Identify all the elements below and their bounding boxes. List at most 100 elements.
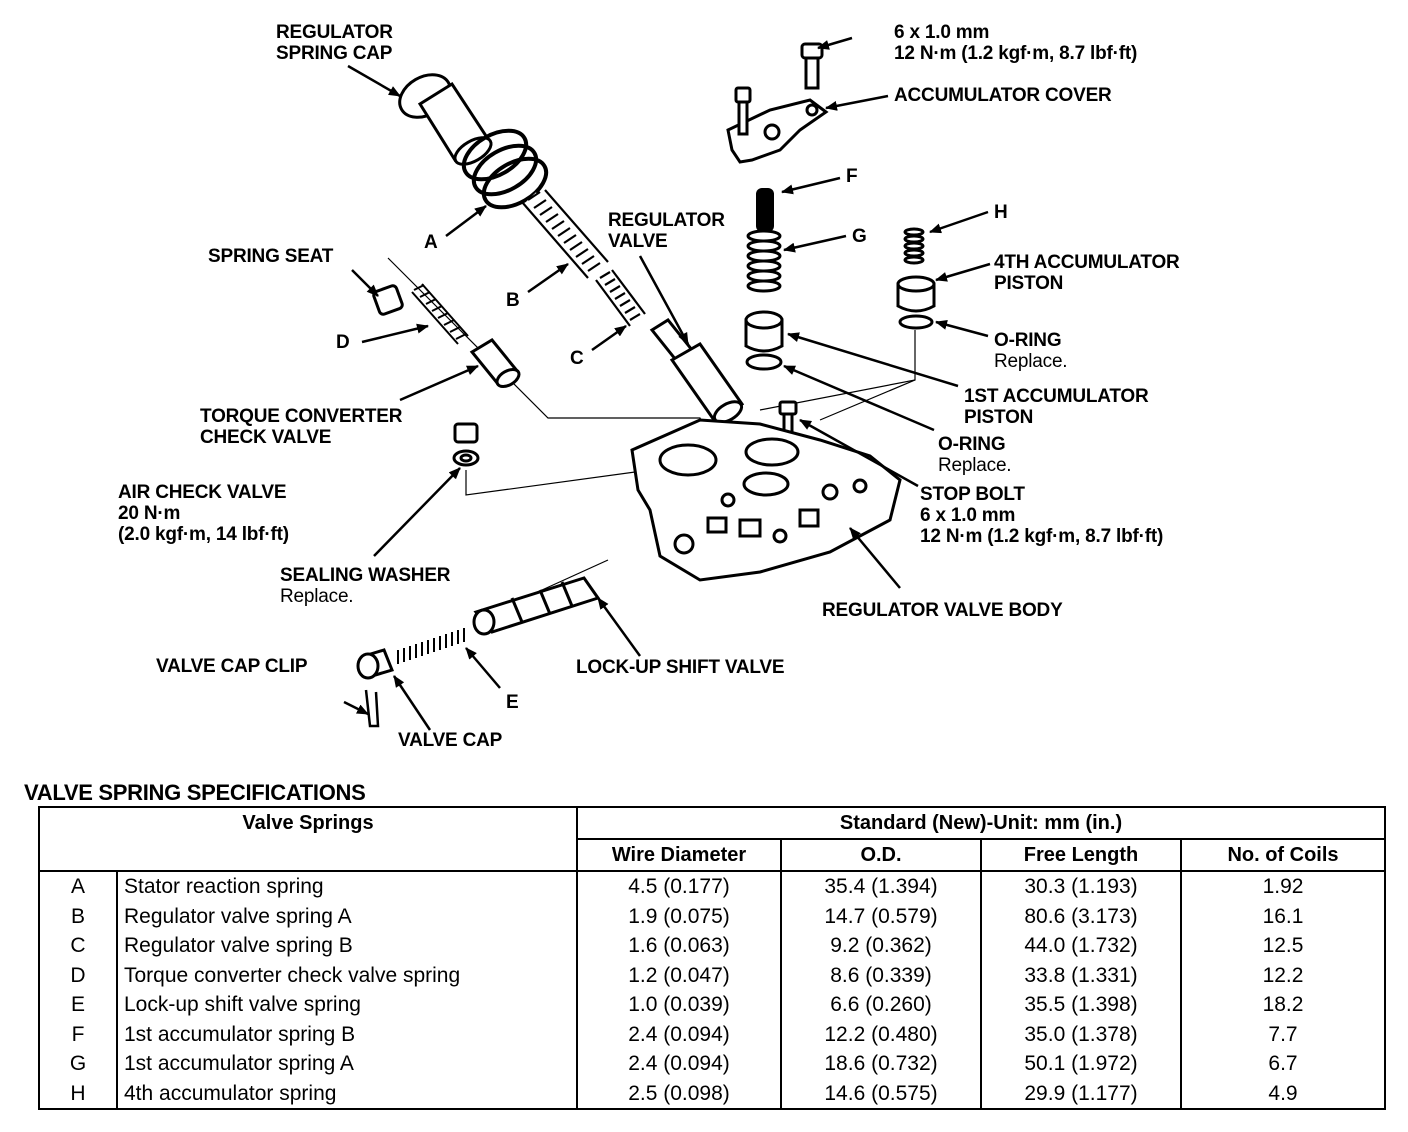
row-name: Regulator valve spring A: [116, 901, 578, 931]
row-wire: 1.6 (0.063): [576, 931, 782, 961]
row-free: 29.9 (1.177): [980, 1078, 1182, 1110]
row-od: 9.2 (0.362): [780, 931, 982, 961]
row-key: H: [38, 1078, 118, 1110]
row-od: 8.6 (0.339): [780, 960, 982, 990]
spring-h-part: [903, 227, 925, 265]
spring-c-part: [595, 269, 646, 327]
row-free: 35.5 (1.398): [980, 990, 1182, 1020]
header-wire-diameter: Wire Diameter: [576, 838, 782, 872]
row-od: 18.6 (0.732): [780, 1049, 982, 1079]
label-lock-up-shift-valve: LOCK-UP SHIFT VALVE: [576, 657, 785, 678]
label-d: D: [336, 332, 350, 353]
row-coils: 12.5: [1180, 931, 1386, 961]
table-row: A Stator reaction spring 4.5 (0.177) 35.…: [38, 871, 1386, 902]
table-row: C Regulator valve spring B 1.6 (0.063) 9…: [38, 931, 1386, 961]
row-key: F: [38, 1019, 118, 1049]
torque-converter-check-valve-part: [469, 338, 521, 389]
accumulator-cover-part: [726, 86, 829, 164]
lock-up-shift-valve-part: [472, 576, 601, 636]
regulator-valve-part: [649, 318, 745, 424]
row-od: 6.6 (0.260): [780, 990, 982, 1020]
row-coils: 6.7: [1180, 1049, 1386, 1079]
label-accumulator-cover: ACCUMULATOR COVER: [894, 85, 1112, 106]
table-row: D Torque converter check valve spring 1.…: [38, 960, 1386, 990]
row-coils: 1.92: [1180, 871, 1386, 902]
row-name: 1st accumulator spring B: [116, 1019, 578, 1049]
row-name: 4th accumulator spring: [116, 1078, 578, 1110]
first-accumulator-piston-part: [744, 310, 784, 371]
regulator-valve-body-part: [630, 418, 902, 582]
row-wire: 2.4 (0.094): [576, 1049, 782, 1079]
row-free: 35.0 (1.378): [980, 1019, 1182, 1049]
table-row: E Lock-up shift valve spring 1.0 (0.039)…: [38, 990, 1386, 1020]
label-regulator-valve-body: REGULATOR VALVE BODY: [822, 600, 1063, 621]
row-name: Regulator valve spring B: [116, 931, 578, 961]
row-key: B: [38, 901, 118, 931]
row-key: G: [38, 1049, 118, 1079]
row-coils: 7.7: [1180, 1019, 1386, 1049]
row-free: 33.8 (1.331): [980, 960, 1182, 990]
spring-seat-part: [372, 284, 404, 316]
row-wire: 1.0 (0.039): [576, 990, 782, 1020]
valve-cap-clip-part: [364, 689, 380, 728]
header-no-of-coils: No. of Coils: [1180, 838, 1386, 872]
row-od: 35.4 (1.394): [780, 871, 982, 902]
header-od: O.D.: [780, 838, 982, 872]
row-name: Torque converter check valve spring: [116, 960, 578, 990]
top-bolt-part: [800, 42, 824, 90]
row-free: 50.1 (1.972): [980, 1049, 1182, 1079]
table-row: B Regulator valve spring A 1.9 (0.075) 1…: [38, 901, 1386, 931]
label-h: H: [994, 202, 1008, 223]
exploded-diagram: [343, 36, 991, 731]
row-free: 30.3 (1.193): [980, 871, 1182, 902]
label-g: G: [852, 226, 867, 247]
valve-spring-spec-table: Valve Springs Standard (New)-Unit: mm (i…: [38, 806, 1386, 1110]
row-wire: 1.2 (0.047): [576, 960, 782, 990]
row-name: Lock-up shift valve spring: [116, 990, 578, 1020]
spring-f-part: [756, 188, 774, 232]
spec-body: A Stator reaction spring 4.5 (0.177) 35.…: [38, 871, 1386, 1110]
row-key: C: [38, 931, 118, 961]
air-check-valve-part: [452, 422, 480, 467]
leader-arrows: [343, 36, 991, 731]
label-b: B: [506, 290, 520, 311]
spec-title: VALVE SPRING SPECIFICATIONS: [24, 780, 366, 805]
regulator-spring-cap-part: [398, 73, 493, 166]
spring-d-part: [411, 283, 469, 345]
row-coils: 4.9: [1180, 1078, 1386, 1110]
spring-a-part: [461, 128, 549, 210]
label-spring-seat: SPRING SEAT: [208, 246, 334, 267]
row-coils: 16.1: [1180, 901, 1386, 931]
label-e: E: [506, 692, 519, 713]
row-key: A: [38, 871, 118, 902]
row-wire: 4.5 (0.177): [576, 871, 782, 902]
row-name: 1st accumulator spring A: [116, 1049, 578, 1079]
label-valve-cap: VALVE CAP: [398, 730, 503, 751]
row-wire: 2.5 (0.098): [576, 1078, 782, 1110]
row-name: Stator reaction spring: [116, 871, 578, 902]
table-row: F 1st accumulator spring B 2.4 (0.094) 1…: [38, 1019, 1386, 1049]
spring-b-part: [520, 189, 609, 280]
row-key: D: [38, 960, 118, 990]
table-row: G 1st accumulator spring A 2.4 (0.094) 1…: [38, 1049, 1386, 1079]
label-a: A: [424, 232, 438, 253]
header-standard: Standard (New)-Unit: mm (in.): [576, 806, 1386, 840]
spec-column-row: Wire Diameter O.D. Free Length No. of Co…: [39, 838, 1386, 872]
row-od: 14.6 (0.575): [780, 1078, 982, 1110]
row-free: 44.0 (1.732): [980, 931, 1182, 961]
row-od: 14.7 (0.579): [780, 901, 982, 931]
header-valve-springs: Valve Springs: [38, 806, 578, 872]
spring-e-part: [397, 628, 465, 664]
valve-cap-part: [356, 648, 395, 680]
row-wire: 2.4 (0.094): [576, 1019, 782, 1049]
